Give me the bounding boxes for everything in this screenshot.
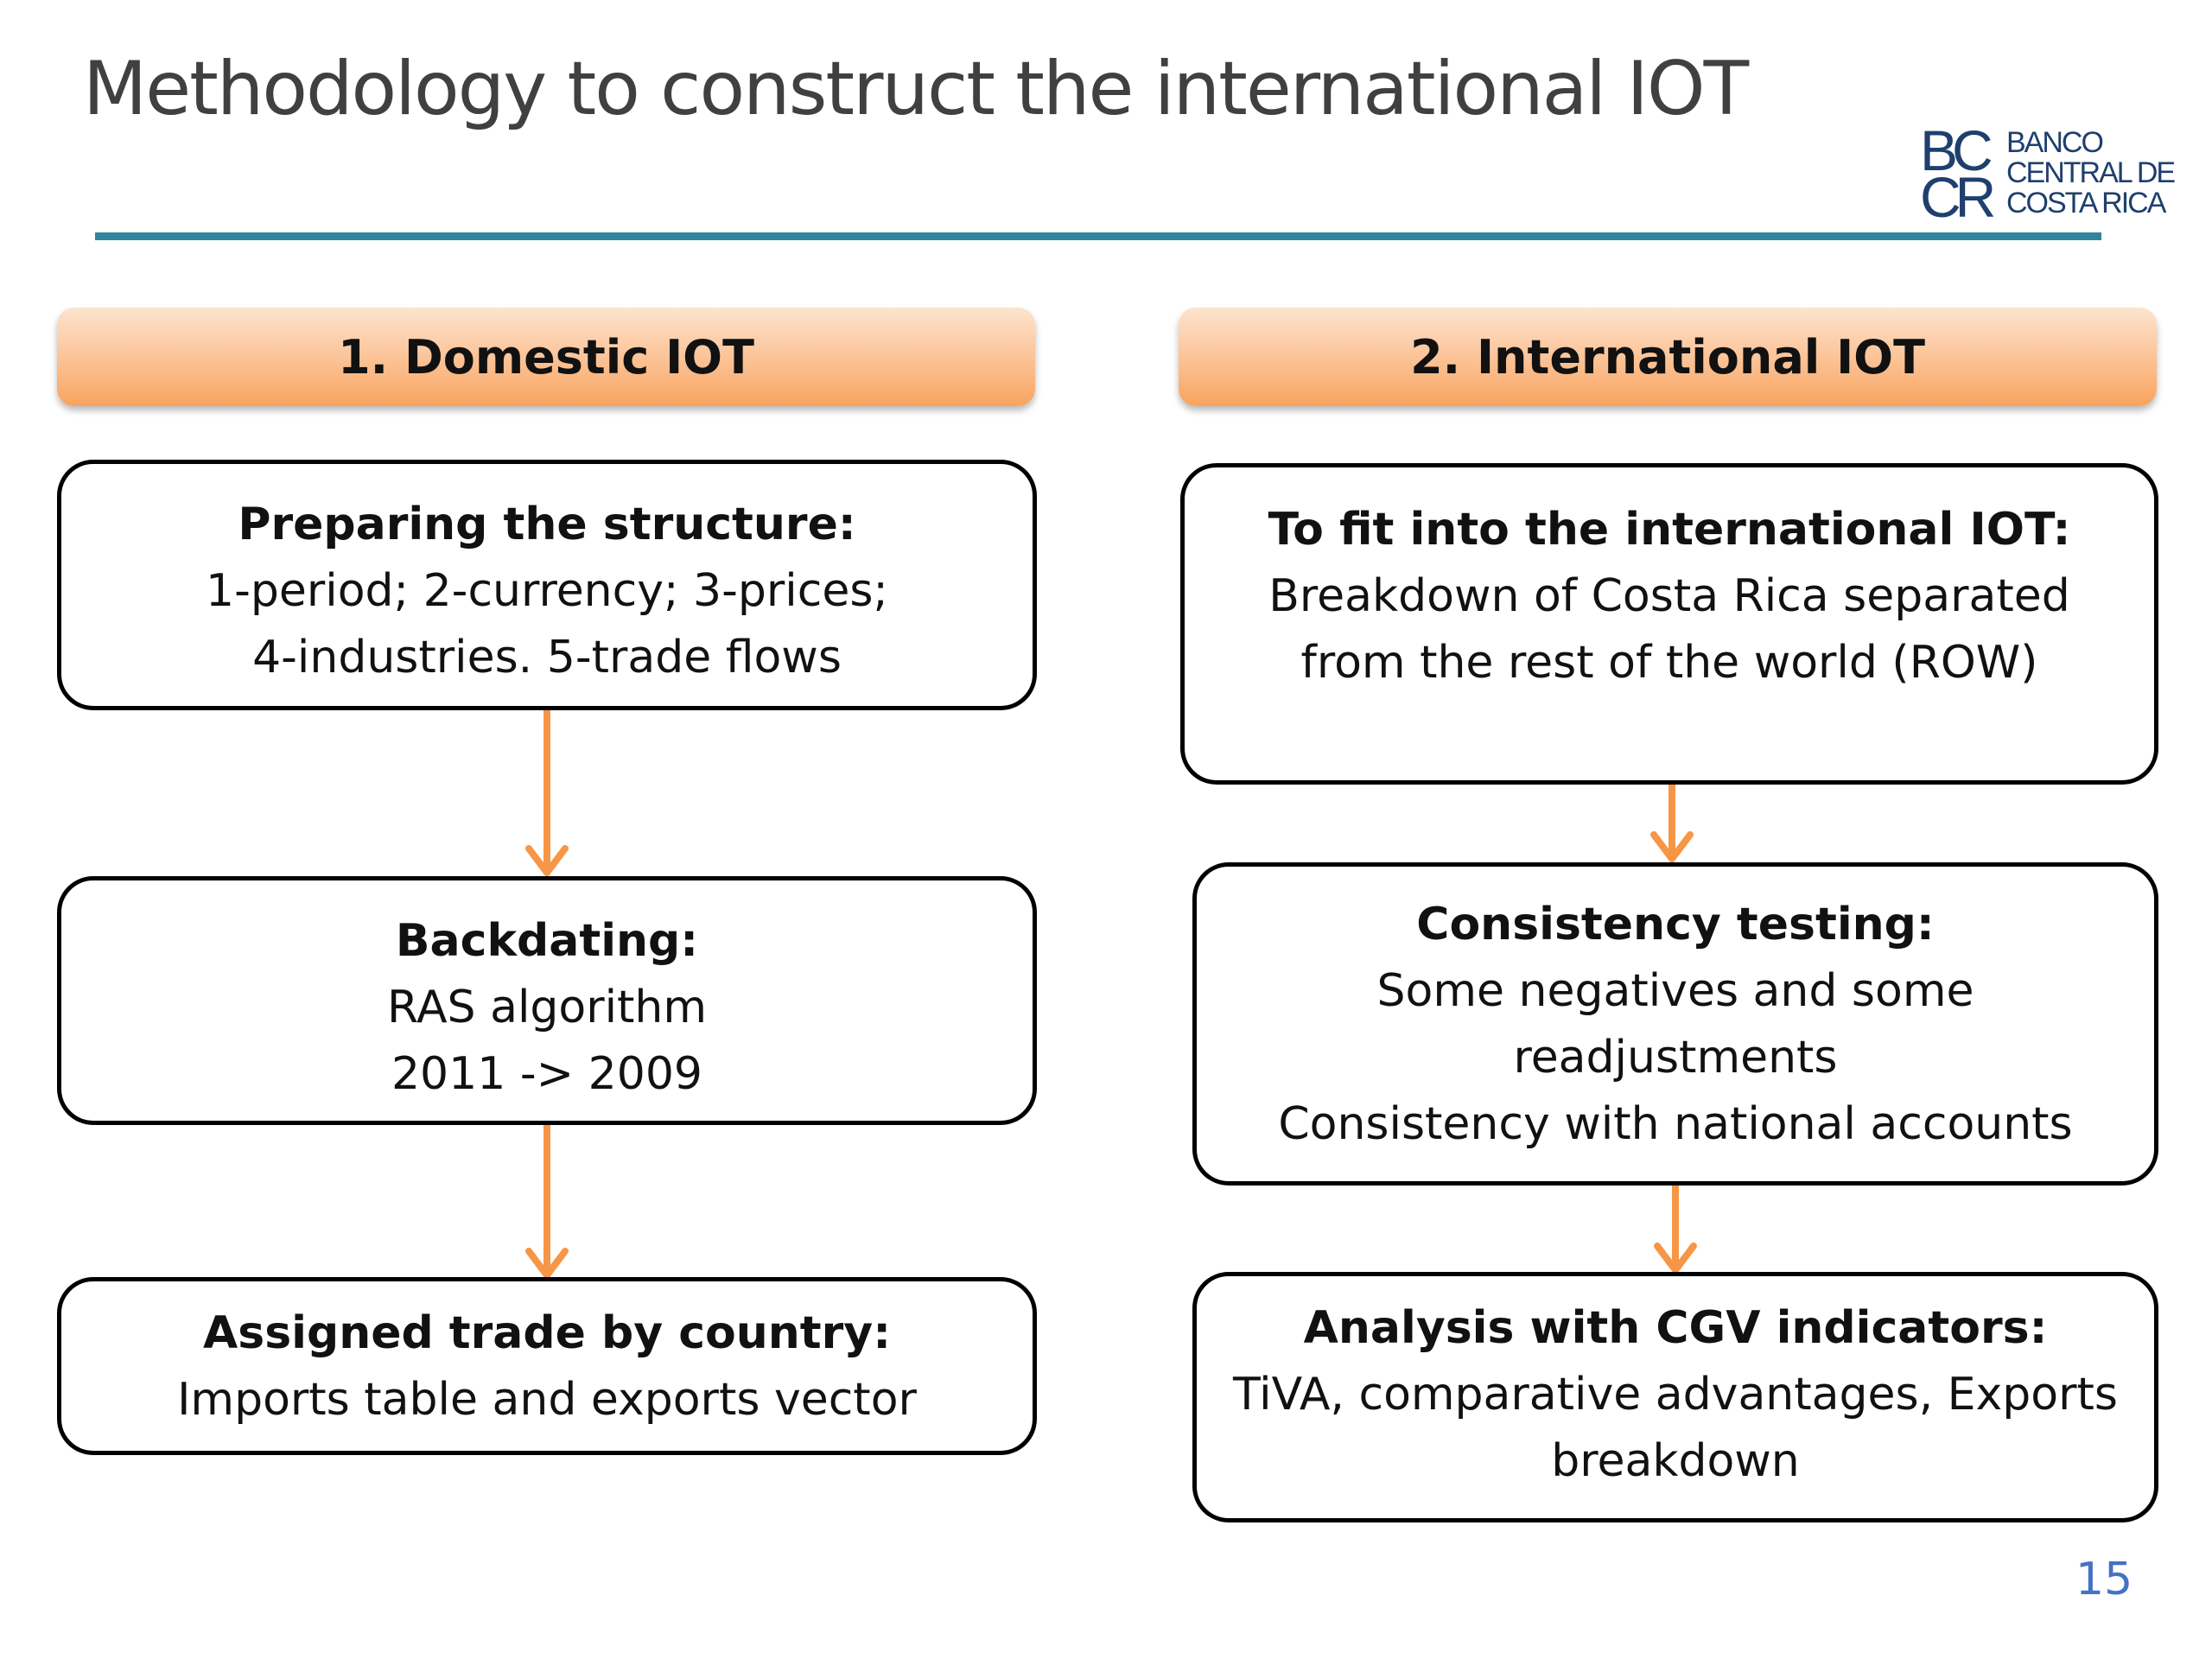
step-cgv-analysis: Analysis with CGV indicators: TiVA, comp… <box>1192 1272 2158 1522</box>
step-fit-international: To fit into the international IOT: Break… <box>1180 463 2158 785</box>
step-heading: Backdating: <box>395 915 699 967</box>
step-heading: Analysis with CGV indicators: <box>1303 1302 2048 1354</box>
step-heading: Assigned trade by country: <box>203 1307 891 1359</box>
step-consistency-testing: Consistency testing: Some negatives and … <box>1192 862 2158 1185</box>
step-line: Breakdown of Costa Rica separated <box>1268 570 2070 622</box>
step-heading: Consistency testing: <box>1416 899 1935 950</box>
logo-wordmark: BANCO CENTRAL DE COSTA RICA <box>2006 126 2176 219</box>
bccr-logo: BC CR BANCO CENTRAL DE COSTA RICA <box>1920 118 2195 229</box>
page-number: 15 <box>2075 1554 2133 1605</box>
step-preparing-structure: Preparing the structure: 1-period; 2-cur… <box>57 460 1037 710</box>
step-line: breakdown <box>1551 1435 1800 1487</box>
header-international-iot: 2. International IOT <box>1179 308 2157 406</box>
title-rule <box>95 232 2101 240</box>
step-line: Imports table and exports vector <box>177 1374 917 1426</box>
header-domestic-iot: 1. Domestic IOT <box>57 308 1035 406</box>
logo-line-3: COSTA RICA <box>2006 187 2166 219</box>
logo-monogram: BC CR <box>1920 118 2006 229</box>
step-line: from the rest of the world (ROW) <box>1300 637 2038 689</box>
logo-monogram-top: BC <box>1920 118 1993 182</box>
logo-line-2: CENTRAL DE <box>2006 156 2176 189</box>
logo-line-1: BANCO <box>2006 126 2104 159</box>
step-line: Consistency with national accounts <box>1278 1098 2073 1150</box>
step-line: RAS algorithm <box>386 982 708 1033</box>
step-heading: To fit into the international IOT: <box>1268 504 2071 556</box>
arrow-down <box>525 1125 569 1279</box>
step-line: 4-industries. 5-trade flows <box>252 632 842 683</box>
slide-title: Methodology to construct the internation… <box>83 46 1749 132</box>
step-assigned-trade: Assigned trade by country: Imports table… <box>57 1277 1037 1455</box>
step-line: TiVA, comparative advantages, Exports <box>1233 1369 2118 1421</box>
arrow-down <box>1650 785 1694 862</box>
step-line: 2011 -> 2009 <box>391 1048 703 1100</box>
arrow-down <box>525 710 569 876</box>
logo-monogram-bottom: CR <box>1920 165 1996 229</box>
step-line: Some negatives and some <box>1376 965 1974 1017</box>
step-heading: Preparing the structure: <box>238 499 856 550</box>
step-line: 1-period; 2-currency; 3-prices; <box>206 565 888 617</box>
step-line: readjustments <box>1513 1032 1838 1084</box>
step-backdating: Backdating: RAS algorithm 2011 -> 2009 <box>57 876 1037 1125</box>
arrow-down <box>1654 1185 1697 1274</box>
